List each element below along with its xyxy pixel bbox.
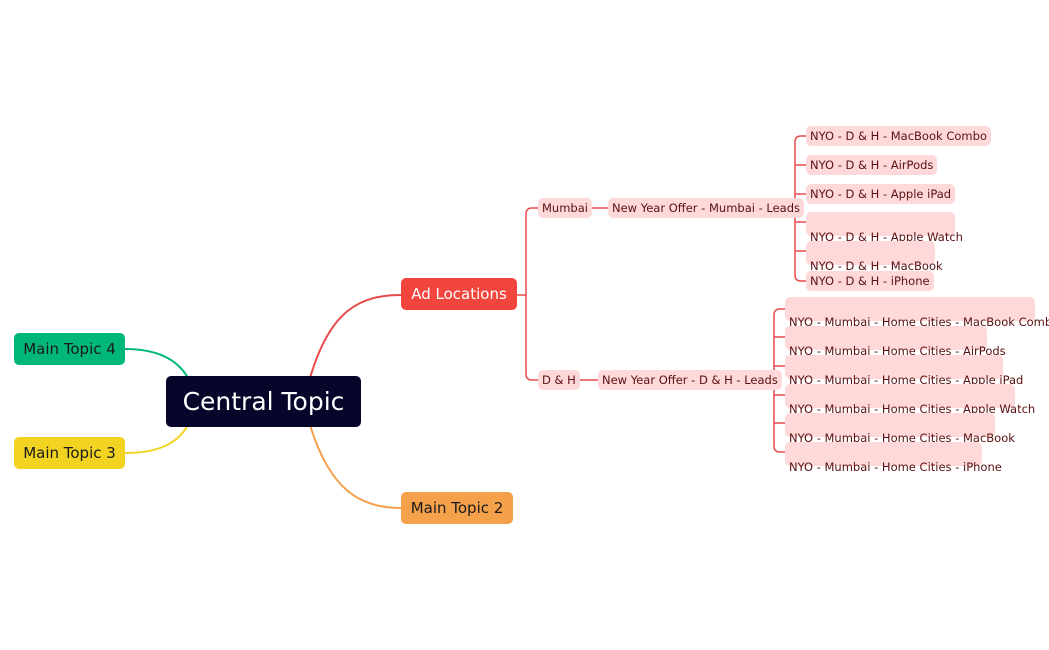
mumbai-item-apple-ipad[interactable]: NYO - D & H - Apple iPad xyxy=(806,184,956,204)
main-topic-3[interactable]: Main Topic 3 xyxy=(14,437,125,469)
mumbai-item-macbook-combo[interactable]: NYO - D & H - MacBook Combo xyxy=(806,126,991,146)
connector-main-topic-2 xyxy=(309,424,402,509)
connector-main-topic-3 xyxy=(124,424,189,454)
subtopic-mumbai[interactable]: Mumbai xyxy=(538,198,592,218)
dh-item-macbook[interactable]: NYO - Mumbai - Home Cities - MacBook xyxy=(785,413,1015,445)
connector-ad-locations xyxy=(309,294,402,379)
dh-item-apple-ipad[interactable]: NYO - Mumbai - Home Cities - Apple iPad xyxy=(785,355,1023,387)
main-topic-2[interactable]: Main Topic 2 xyxy=(401,492,513,524)
mumbai-item-airpods[interactable]: NYO - D & H - AirPods xyxy=(806,155,938,175)
connector-subtopics xyxy=(517,135,808,453)
connector-main-topic-4 xyxy=(124,348,189,379)
mumbai-item-apple-watch[interactable]: NYO - D & H - Apple Watch xyxy=(806,212,963,244)
mumbai-item-iphone[interactable]: NYO - D & H - iPhone xyxy=(806,271,934,291)
subtopic-mumbai-offer[interactable]: New Year Offer - Mumbai - Leads xyxy=(608,198,805,218)
mumbai-item-macbook[interactable]: NYO - D & H - MacBook xyxy=(806,241,943,273)
dh-item-iphone[interactable]: NYO - Mumbai - Home Cities - iPhone xyxy=(785,442,1002,474)
dh-item-apple-watch[interactable]: NYO - Mumbai - Home Cities - Apple Watch xyxy=(785,384,1035,416)
subtopic-dh[interactable]: D & H xyxy=(538,370,580,390)
main-topic-ad-locations[interactable]: Ad Locations xyxy=(401,278,517,310)
subtopic-dh-offer[interactable]: New Year Offer - D & H - Leads xyxy=(598,370,782,390)
main-topic-4[interactable]: Main Topic 4 xyxy=(14,333,125,365)
dh-item-macbook-combo[interactable]: NYO - Mumbai - Home Cities - MacBook Com… xyxy=(785,297,1049,329)
central-topic[interactable]: Central Topic xyxy=(166,376,361,427)
dh-item-airpods[interactable]: NYO - Mumbai - Home Cities - AirPods xyxy=(785,326,1006,358)
